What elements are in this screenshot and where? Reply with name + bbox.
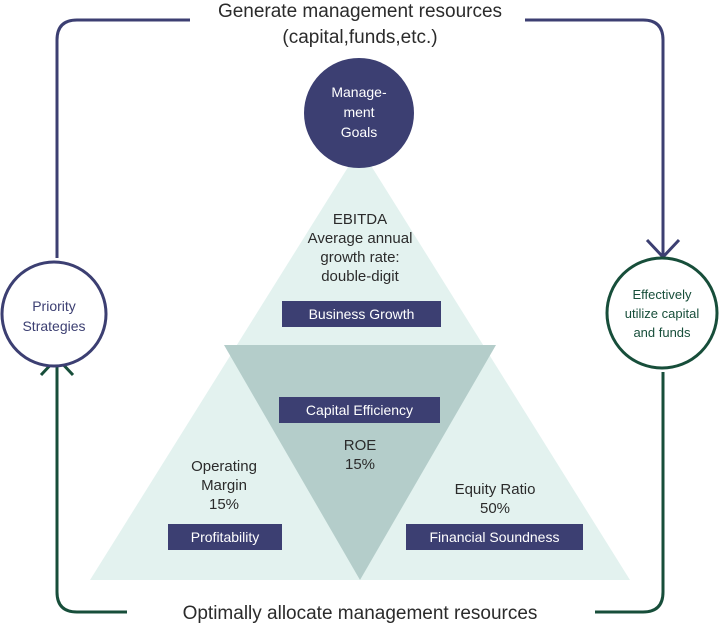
utilize-line2: utilize capital — [624, 306, 700, 321]
financial-soundness-metric: Equity Ratio 50% — [420, 480, 570, 518]
capital-efficiency-label: Capital Efficiency — [279, 397, 440, 423]
roe-value: 15% — [344, 456, 376, 473]
top-flow-line-left — [55, 18, 190, 258]
bottom-flow-line-right — [595, 372, 665, 614]
goals-circle — [304, 58, 414, 168]
top-flow-text-line1: Generate management resources — [217, 1, 503, 22]
capital-efficiency-metric: ROE 15% — [310, 436, 410, 474]
goals-line3: Goals — [340, 124, 378, 140]
business-growth-metric: EBITDA Average annual growth rate: doubl… — [280, 210, 440, 286]
profitability-label: Profitability — [168, 524, 282, 550]
utilize-capital-text: Effectively utilize capital and funds — [607, 285, 717, 342]
goals-circle-text: Manage- ment Goals — [304, 82, 414, 142]
profitability-metric: Operating Margin 15% — [168, 457, 280, 514]
growth-line2: Average annual — [307, 230, 413, 247]
top-flow-text-line2: (capital,funds,etc.) — [282, 27, 438, 48]
bottom-flow-line-left — [55, 360, 127, 614]
operating-label: Operating — [191, 458, 257, 475]
priority-strategies-circle — [0, 260, 108, 368]
margin-label: Margin — [201, 477, 247, 494]
roe-label: ROE — [343, 437, 377, 454]
growth-line4: double-digit — [321, 268, 399, 285]
utilize-line1: Effectively — [632, 287, 692, 302]
business-growth-label: Business Growth — [282, 301, 441, 327]
priority-line2: Strategies — [22, 318, 86, 334]
ebitda-label: EBITDA — [332, 211, 388, 228]
equity-ratio-label: Equity Ratio — [454, 481, 536, 498]
equity-ratio-value: 50% — [479, 500, 511, 517]
bottom-flow-text: Optimally allocate management resources — [182, 603, 538, 624]
priority-line1: Priority — [32, 298, 76, 314]
goals-line1: Manage- — [331, 84, 387, 100]
margin-value: 15% — [208, 496, 240, 513]
priority-strategies-text: Priority Strategies — [4, 296, 104, 336]
goals-line2: ment — [343, 104, 375, 120]
utilize-line3: and funds — [633, 325, 691, 340]
utilize-capital-circle — [605, 256, 719, 370]
top-flow-line-right — [525, 18, 665, 256]
growth-line3: growth rate: — [320, 249, 400, 266]
financial-soundness-label: Financial Soundness — [406, 524, 583, 550]
